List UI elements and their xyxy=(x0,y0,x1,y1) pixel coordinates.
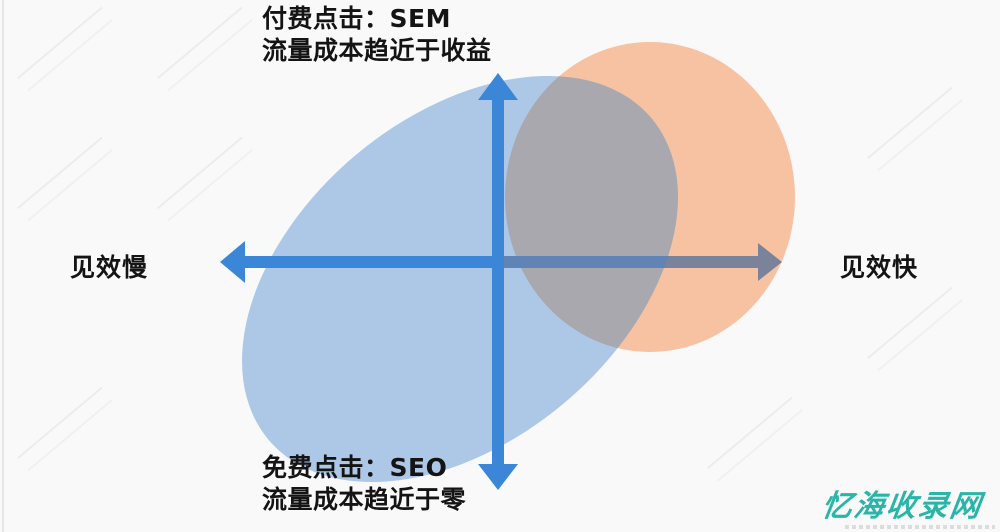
sem-label: 付费点击：SEM 流量成本趋近于收益 xyxy=(262,3,492,67)
watermark-subtext xyxy=(845,525,995,529)
sem-label-title: 付费点击：SEM xyxy=(262,4,451,33)
overlap-region xyxy=(505,75,678,352)
vertical-axis xyxy=(492,98,504,466)
seo-label: 免费点击：SEO 流量成本趋近于零 xyxy=(262,452,466,516)
site-watermark: 忆海收录网 xyxy=(819,489,985,524)
up-arrow-head xyxy=(478,73,518,100)
slow-effect-label: 见效慢 xyxy=(70,253,149,282)
right-arrow-head xyxy=(758,243,782,281)
seo-label-title: 免费点击：SEO xyxy=(262,453,448,482)
fast-effect-label: 见效快 xyxy=(840,253,919,282)
left-arrow-head xyxy=(220,241,245,283)
seo-label-desc: 流量成本趋近于零 xyxy=(262,485,467,514)
horizontal-axis-left xyxy=(245,256,500,268)
down-arrow-head xyxy=(478,464,518,490)
sem-label-desc: 流量成本趋近于收益 xyxy=(262,36,492,65)
left-edge-line xyxy=(2,0,4,532)
